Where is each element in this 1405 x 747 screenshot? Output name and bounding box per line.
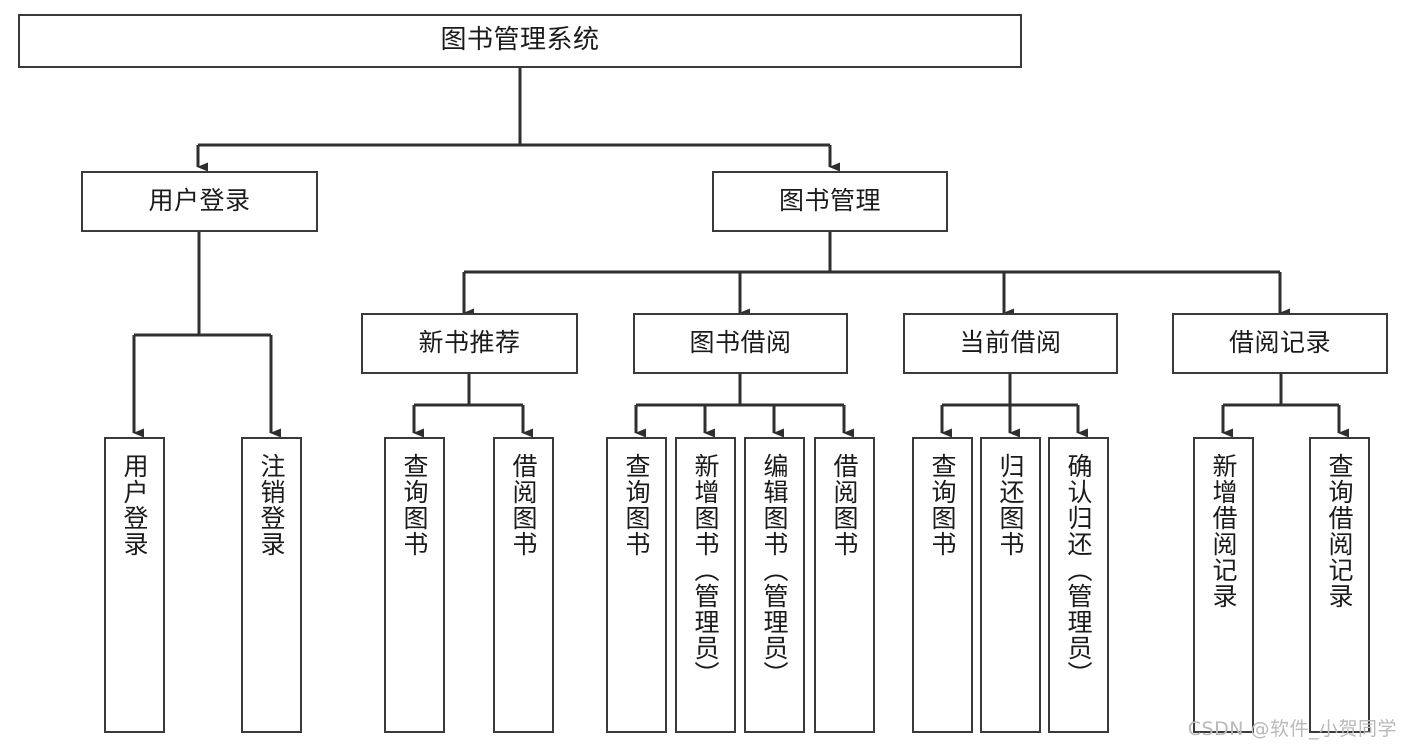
leaf-label: 确认归还（管理员） (1064, 453, 1093, 687)
node-user-login[interactable]: 用户登录 (81, 171, 318, 232)
leaf-label: 借阅图书 (830, 453, 859, 557)
leaf-label: 查询图书 (622, 453, 651, 557)
leaf-current-borrow-confirm-return[interactable]: 确认归还（管理员） (1048, 437, 1109, 733)
leaf-book-borrow-add[interactable]: 新增图书（管理员） (675, 437, 736, 733)
leaf-new-book-borrow[interactable]: 借阅图书 (493, 437, 554, 733)
leaf-label: 查询图书 (400, 453, 429, 557)
leaf-label: 编辑图书（管理员） (760, 453, 789, 687)
leaf-label: 用户登录 (120, 453, 149, 557)
leaf-new-book-query[interactable]: 查询图书 (384, 437, 445, 733)
leaf-book-borrow-query[interactable]: 查询图书 (606, 437, 667, 733)
leaf-borrow-record-add[interactable]: 新增借阅记录 (1193, 437, 1254, 733)
node-book-management-label: 图书管理 (778, 186, 881, 215)
leaf-book-borrow-edit[interactable]: 编辑图书（管理员） (744, 437, 805, 733)
leaf-label: 借阅图书 (509, 453, 538, 557)
node-new-book-recommend-label: 新书推荐 (418, 328, 521, 357)
node-user-login-label: 用户登录 (148, 186, 251, 215)
node-borrow-record[interactable]: 借阅记录 (1172, 313, 1388, 374)
node-book-management[interactable]: 图书管理 (712, 171, 948, 232)
leaf-label: 新增图书（管理员） (691, 453, 720, 687)
leaf-user-login-login[interactable]: 用户登录 (104, 437, 165, 733)
node-root-system[interactable]: 图书管理系统 (18, 14, 1022, 68)
leaf-label: 新增借阅记录 (1209, 453, 1238, 609)
leaf-label: 注销登录 (257, 453, 286, 557)
node-book-borrow-label: 图书借阅 (689, 328, 792, 357)
leaf-label: 查询图书 (928, 453, 957, 557)
leaf-borrow-record-query[interactable]: 查询借阅记录 (1309, 437, 1370, 733)
node-root-label: 图书管理系统 (440, 25, 600, 55)
leaf-current-borrow-query[interactable]: 查询图书 (912, 437, 973, 733)
leaf-label: 查询借阅记录 (1325, 453, 1354, 609)
node-book-borrow[interactable]: 图书借阅 (633, 313, 848, 374)
leaf-user-login-logout[interactable]: 注销登录 (241, 437, 302, 733)
leaf-label: 归还图书 (996, 453, 1025, 557)
leaf-book-borrow-borrow[interactable]: 借阅图书 (814, 437, 875, 733)
node-current-borrow-label: 当前借阅 (959, 328, 1062, 357)
node-borrow-record-label: 借阅记录 (1228, 328, 1331, 357)
leaf-current-borrow-return[interactable]: 归还图书 (980, 437, 1041, 733)
node-new-book-recommend[interactable]: 新书推荐 (361, 313, 578, 374)
node-current-borrow[interactable]: 当前借阅 (903, 313, 1118, 374)
watermark-text: CSDN @软件_小贺同学 (1187, 718, 1397, 740)
